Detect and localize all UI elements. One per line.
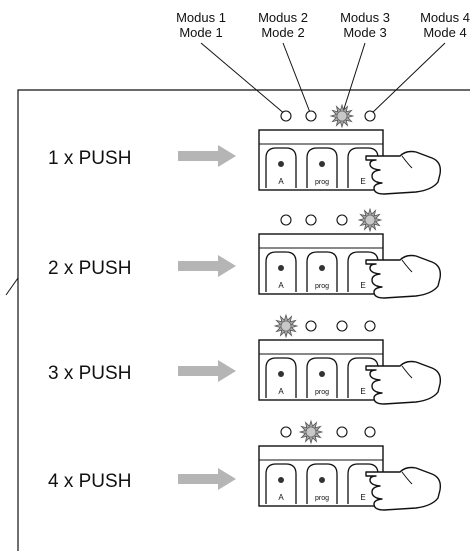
panel-button <box>306 251 338 292</box>
mode-label-en: Mode 2 <box>261 25 305 40</box>
button-label: E <box>360 387 365 396</box>
mode-label-de: Modus 4 <box>420 10 470 25</box>
panel-button <box>347 251 379 292</box>
hand-detail-icon <box>401 471 413 485</box>
mode-label-en: Mode 4 <box>423 25 467 40</box>
push-label-4: 4 x PUSH <box>48 471 132 492</box>
panel-button <box>265 463 297 504</box>
panel-button <box>347 357 379 398</box>
frame-outline <box>17 89 470 551</box>
push-label-2: 2 x PUSH <box>48 258 132 279</box>
button-dot-icon <box>278 477 284 483</box>
led-active-icon <box>280 320 292 332</box>
push-label-3: 3 x PUSH <box>48 363 132 384</box>
led-icon <box>336 214 348 226</box>
control-panel <box>258 445 384 507</box>
arrow-icon <box>178 255 236 277</box>
panel-button <box>306 147 338 188</box>
button-label: prog <box>315 283 329 290</box>
button-label: E <box>360 177 365 186</box>
button-label: prog <box>315 495 329 502</box>
arrow-icon <box>178 468 236 490</box>
hand-detail-icon <box>401 155 413 169</box>
button-label: E <box>360 281 365 290</box>
control-panel <box>258 339 384 401</box>
button-dot-icon <box>319 161 325 167</box>
led-icon <box>336 426 348 438</box>
led-active-icon <box>364 214 376 226</box>
leader-line <box>200 42 287 116</box>
led-icon <box>305 214 317 226</box>
led-icon <box>280 110 292 122</box>
button-dot-icon <box>278 265 284 271</box>
mode-label-de: Modus 3 <box>340 10 390 25</box>
button-label: A <box>278 493 284 502</box>
panel-button <box>265 357 297 398</box>
led-icon <box>364 110 376 122</box>
hand-detail-icon <box>401 259 413 273</box>
led-icon <box>364 426 376 438</box>
panel-button <box>306 463 338 504</box>
button-label: prog <box>315 179 329 186</box>
led-icon <box>364 320 376 332</box>
control-panel <box>258 129 384 191</box>
hand-pointer-icon <box>365 150 442 195</box>
button-label: E <box>360 493 365 502</box>
led-icon <box>280 426 292 438</box>
mode-label-1: Modus 1 Mode 1 <box>168 10 234 40</box>
leader-line <box>369 42 446 116</box>
arrow-icon <box>178 360 236 382</box>
leader-line <box>341 42 366 116</box>
led-active-icon <box>305 426 317 438</box>
hand-pointer-icon <box>365 466 442 511</box>
led-icon <box>305 320 317 332</box>
mode-label-2: Modus 2 Mode 2 <box>250 10 316 40</box>
hand-pointer-icon <box>365 360 442 405</box>
button-dot-icon <box>278 161 284 167</box>
button-label: prog <box>315 389 329 396</box>
button-dot-icon <box>319 265 325 271</box>
led-active-icon <box>336 110 348 122</box>
hand-pointer-icon <box>365 254 442 299</box>
panel-button <box>347 463 379 504</box>
panel-button <box>347 147 379 188</box>
button-dot-icon <box>319 371 325 377</box>
led-icon <box>280 214 292 226</box>
button-label: A <box>278 387 284 396</box>
control-panel <box>258 233 384 295</box>
panel-button <box>306 357 338 398</box>
push-label-1: 1 x PUSH <box>48 148 132 169</box>
hand-detail-icon <box>401 365 413 379</box>
button-dot-icon <box>319 477 325 483</box>
led-icon <box>305 110 317 122</box>
side-tick <box>5 277 19 296</box>
arrow-icon <box>178 145 236 167</box>
button-dot-icon <box>278 371 284 377</box>
button-label: A <box>278 281 284 290</box>
button-label: A <box>278 177 284 186</box>
mode-label-4: Modus 4 Mode 4 <box>412 10 470 40</box>
led-icon <box>336 320 348 332</box>
leader-line <box>282 42 312 116</box>
mode-label-en: Mode 1 <box>179 25 223 40</box>
mode-label-de: Modus 2 <box>258 10 308 25</box>
mode-label-en: Mode 3 <box>343 25 387 40</box>
mode-label-3: Modus 3 Mode 3 <box>332 10 398 40</box>
panel-button <box>265 251 297 292</box>
mode-label-de: Modus 1 <box>176 10 226 25</box>
panel-button <box>265 147 297 188</box>
